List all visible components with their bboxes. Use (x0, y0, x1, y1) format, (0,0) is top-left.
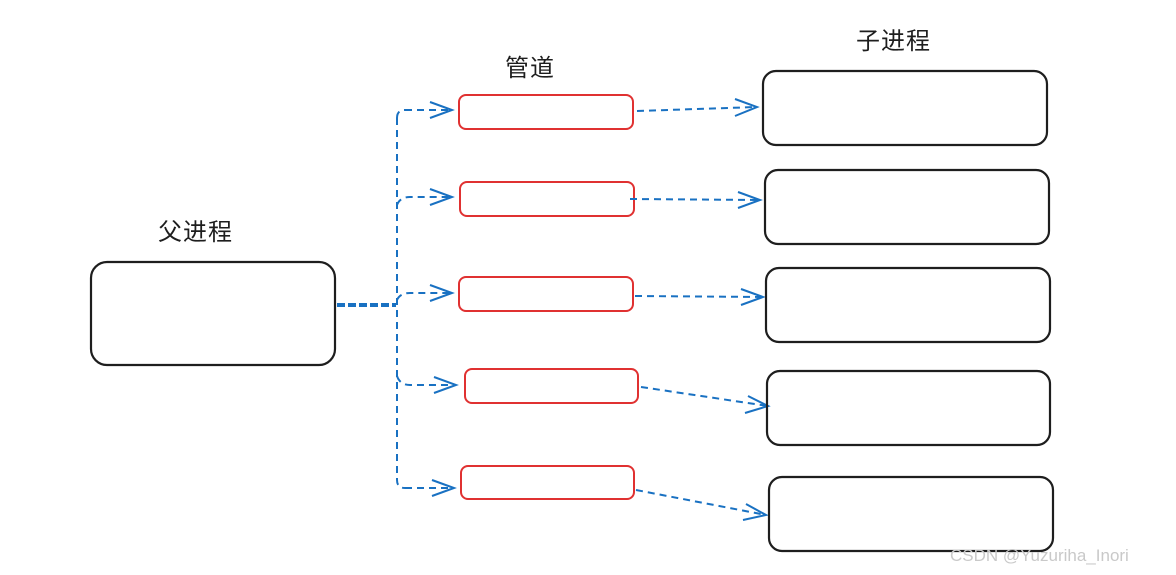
pipe-box-1 (458, 94, 634, 130)
branch-arrow-2 (396, 188, 455, 206)
pipe-to-child-arrow-1 (636, 98, 760, 117)
pipe-box-2 (459, 181, 635, 217)
watermark: CSDN @Yuzuriha_Inori (950, 546, 1129, 565)
pipe-box-5 (460, 465, 635, 500)
pipe-to-child-arrow-5 (635, 489, 769, 521)
pipe-to-child-arrow-4 (640, 386, 771, 414)
parent-process-label: 父进程 (158, 218, 233, 246)
child-process-box-2 (763, 168, 1051, 246)
pipe-label: 管道 (505, 54, 555, 82)
child-process-box-1 (761, 69, 1049, 147)
child-process-box-4 (765, 369, 1052, 447)
parent-process-box (89, 260, 337, 367)
child-process-box-5 (767, 475, 1055, 553)
pipe-box-3 (458, 276, 634, 312)
pipe-box-4 (464, 368, 639, 404)
child-process-box-3 (764, 266, 1052, 344)
child-process-label: 子进程 (856, 27, 931, 55)
branch-arrow-5 (405, 479, 457, 497)
branch-arrow-3 (396, 284, 455, 302)
pipe-to-child-arrow-3 (634, 288, 766, 306)
distribution-trunk (396, 109, 406, 489)
branch-arrow-4 (396, 375, 459, 394)
pipe-to-child-arrow-2 (629, 191, 763, 209)
branch-arrow-1 (405, 101, 455, 119)
